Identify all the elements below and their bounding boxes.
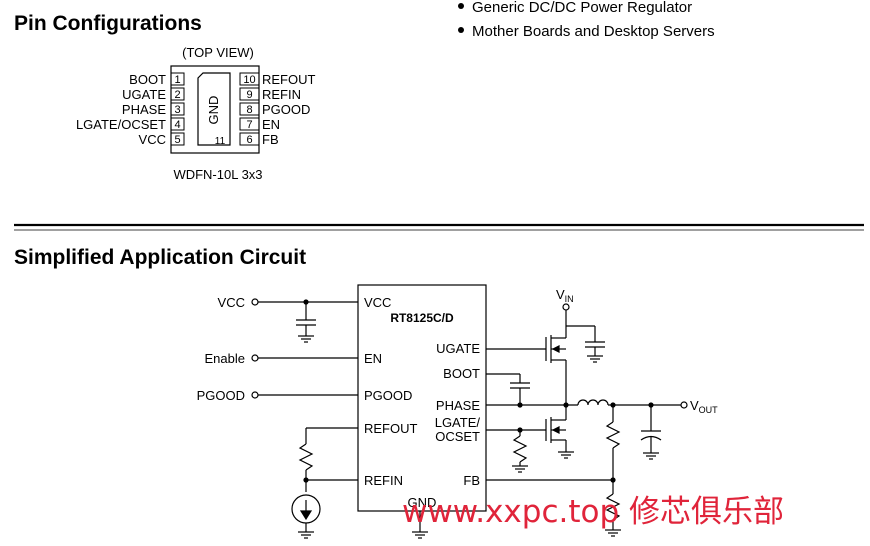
pin-number: 9 bbox=[246, 89, 252, 101]
exposed-pad-label: GND bbox=[206, 96, 221, 125]
ic-body bbox=[357, 284, 487, 512]
circuit-labels: VCC Enable PGOOD VCC EN PGOOD REFOUT REF… bbox=[197, 287, 719, 510]
ic-pin-vcc: VCC bbox=[364, 295, 391, 310]
ic-pin-ocset: OCSET bbox=[435, 429, 480, 444]
ic-pin-phase: PHASE bbox=[436, 398, 480, 413]
pin-name: BOOT bbox=[129, 72, 166, 87]
vout-subscript: OUT bbox=[699, 405, 719, 415]
application-item-2: Mother Boards and Desktop Servers bbox=[458, 23, 715, 40]
bullet-icon bbox=[458, 3, 464, 10]
exposed-pad bbox=[197, 72, 231, 146]
pin-name: VCC bbox=[139, 132, 166, 147]
pin-number: 7 bbox=[246, 119, 252, 131]
input-label-enable: Enable bbox=[205, 351, 245, 366]
circuit-title: Simplified Application Circuit bbox=[14, 246, 307, 269]
ic-pin-ugate: UGATE bbox=[436, 341, 480, 356]
application-text: Generic DC/DC Power Regulator bbox=[472, 0, 693, 16]
vin-label: VIN bbox=[556, 287, 574, 304]
vin-subscript: IN bbox=[565, 294, 574, 304]
pin-config-title: Pin Configurations bbox=[14, 12, 202, 35]
top-view-label: (TOP VIEW) bbox=[182, 45, 254, 60]
ic-pin-gnd: GND bbox=[408, 495, 437, 510]
application-item-1: Generic DC/DC Power Regulator bbox=[458, 0, 692, 16]
pin-name: REFOUT bbox=[262, 72, 316, 87]
input-label-pgood: PGOOD bbox=[197, 388, 245, 403]
vin-main: V bbox=[556, 287, 565, 302]
ic-pin-pgood: PGOOD bbox=[364, 388, 412, 403]
application-text: Mother Boards and Desktop Servers bbox=[472, 23, 715, 40]
pin-name: LGATE/OCSET bbox=[76, 117, 166, 132]
pin-number: 4 bbox=[174, 119, 180, 131]
vout-label: VOUT bbox=[690, 398, 718, 415]
package-label: WDFN-10L 3x3 bbox=[173, 167, 262, 182]
bullet-icon bbox=[458, 27, 464, 34]
pin-name: UGATE bbox=[122, 87, 166, 102]
ic-pin-refin: REFIN bbox=[364, 473, 403, 488]
pin-diagram: (TOP VIEW) GND 11 1 2 bbox=[76, 45, 316, 182]
pin-number: 10 bbox=[243, 74, 255, 86]
pin-name: EN bbox=[262, 117, 280, 132]
ic-pin-en: EN bbox=[364, 351, 382, 366]
ic-pin-lgate: LGATE/ bbox=[435, 415, 481, 430]
exposed-pad-number: 11 bbox=[215, 136, 226, 147]
pin-name: PHASE bbox=[122, 102, 166, 117]
pin-number: 2 bbox=[174, 89, 180, 101]
pin-number: 1 bbox=[174, 74, 180, 86]
ic-pin-boot: BOOT bbox=[443, 366, 480, 381]
ic-pin-fb: FB bbox=[463, 473, 480, 488]
input-label-vcc: VCC bbox=[218, 295, 245, 310]
pin-number: 3 bbox=[174, 104, 180, 116]
ic-pin-refout: REFOUT bbox=[364, 421, 418, 436]
ic-name: RT8125C/D bbox=[390, 311, 454, 325]
pin-number: 8 bbox=[246, 104, 252, 116]
pin-number: 5 bbox=[174, 134, 180, 146]
pin-name: PGOOD bbox=[262, 102, 310, 117]
pin-number: 6 bbox=[246, 134, 252, 146]
application-circuit bbox=[251, 284, 688, 539]
pin-name: REFIN bbox=[262, 87, 301, 102]
pin-name: FB bbox=[262, 132, 279, 147]
watermark: www.xxpc.top 修芯俱乐部 bbox=[402, 494, 784, 530]
vout-main: V bbox=[690, 398, 699, 413]
